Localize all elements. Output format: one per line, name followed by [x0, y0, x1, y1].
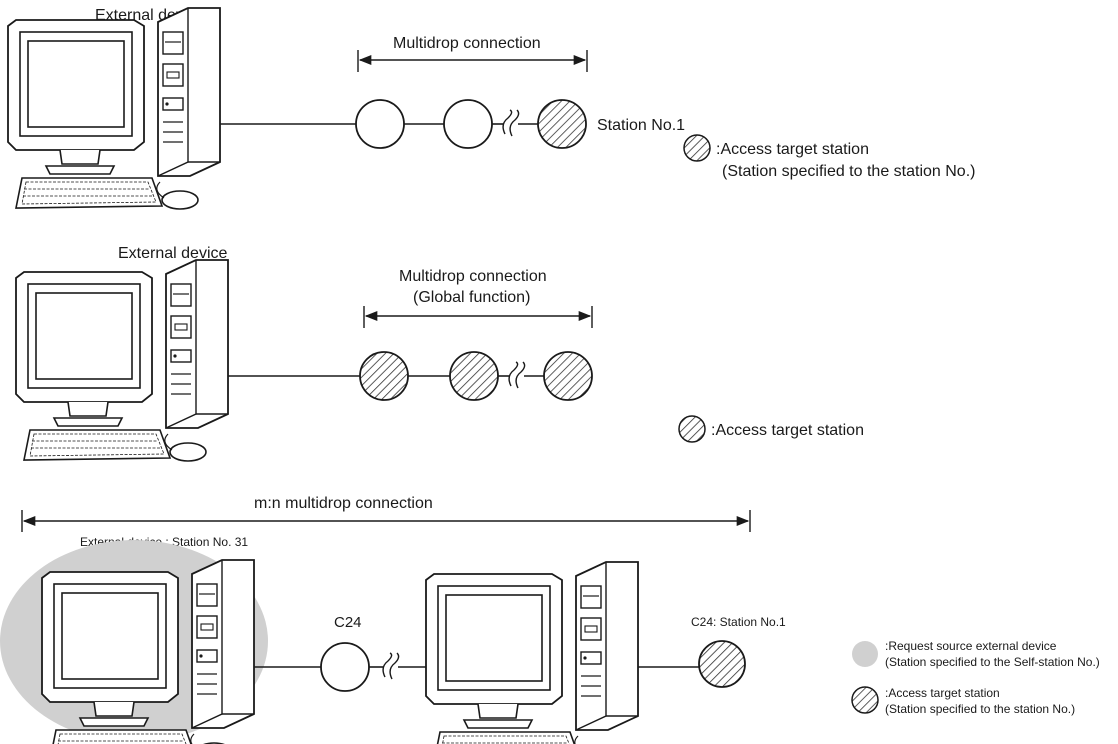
c24-station-no-1-label: C24: Station No.1	[691, 615, 786, 629]
global-function-label: (Global function)	[413, 289, 530, 306]
omission-break-2	[508, 361, 526, 389]
external-device-label-2: External device	[118, 245, 227, 262]
multidrop-connection-label-2: Multidrop connection	[399, 268, 547, 285]
station-no-1-label: Station No.1	[597, 117, 685, 134]
legend-access-subtext-3: (Station specified to the station No.)	[885, 702, 1075, 716]
legend-request-source-icon	[852, 641, 878, 667]
access-target-station-2a	[359, 351, 409, 401]
external-device-computer-icon-3b	[425, 561, 639, 744]
section-1: External device Multidrop connection Sta…	[7, 7, 975, 210]
section-3: m:n multidrop connection External device…	[0, 495, 1100, 744]
omission-break-1	[502, 109, 520, 137]
access-target-station-3	[698, 640, 746, 688]
external-device-computer-icon-2	[15, 259, 229, 462]
legend-access-text-1: :Access target station	[716, 141, 869, 158]
legend-access-icon-1	[683, 134, 711, 162]
station-circle-1a	[355, 99, 405, 149]
legend-request-source-subtext: (Station specified to the Self-station N…	[885, 655, 1100, 669]
access-target-station-2b	[449, 351, 499, 401]
mn-multidrop-connection-label: m:n multidrop connection	[254, 495, 433, 512]
legend-access-subtext-1: (Station specified to the station No.)	[722, 163, 975, 180]
external-device-computer-icon-1	[7, 7, 221, 210]
station-circle-1b	[443, 99, 493, 149]
legend-access-text-2: :Access target station	[711, 422, 864, 439]
multidrop-connection-label-1: Multidrop connection	[393, 35, 541, 52]
c24-station-circle	[320, 642, 370, 692]
section-2: External device Multidrop connection (Gl…	[15, 245, 864, 462]
legend-access-text-3: :Access target station	[885, 686, 1000, 700]
access-target-station-1	[537, 99, 587, 149]
legend-access-icon-2	[678, 415, 706, 443]
omission-break-3	[382, 652, 400, 680]
c24-label: C24	[334, 614, 362, 631]
legend-request-source-text: :Request source external device	[885, 639, 1057, 653]
legend-access-icon-3	[851, 686, 879, 714]
access-target-station-2c	[543, 351, 593, 401]
